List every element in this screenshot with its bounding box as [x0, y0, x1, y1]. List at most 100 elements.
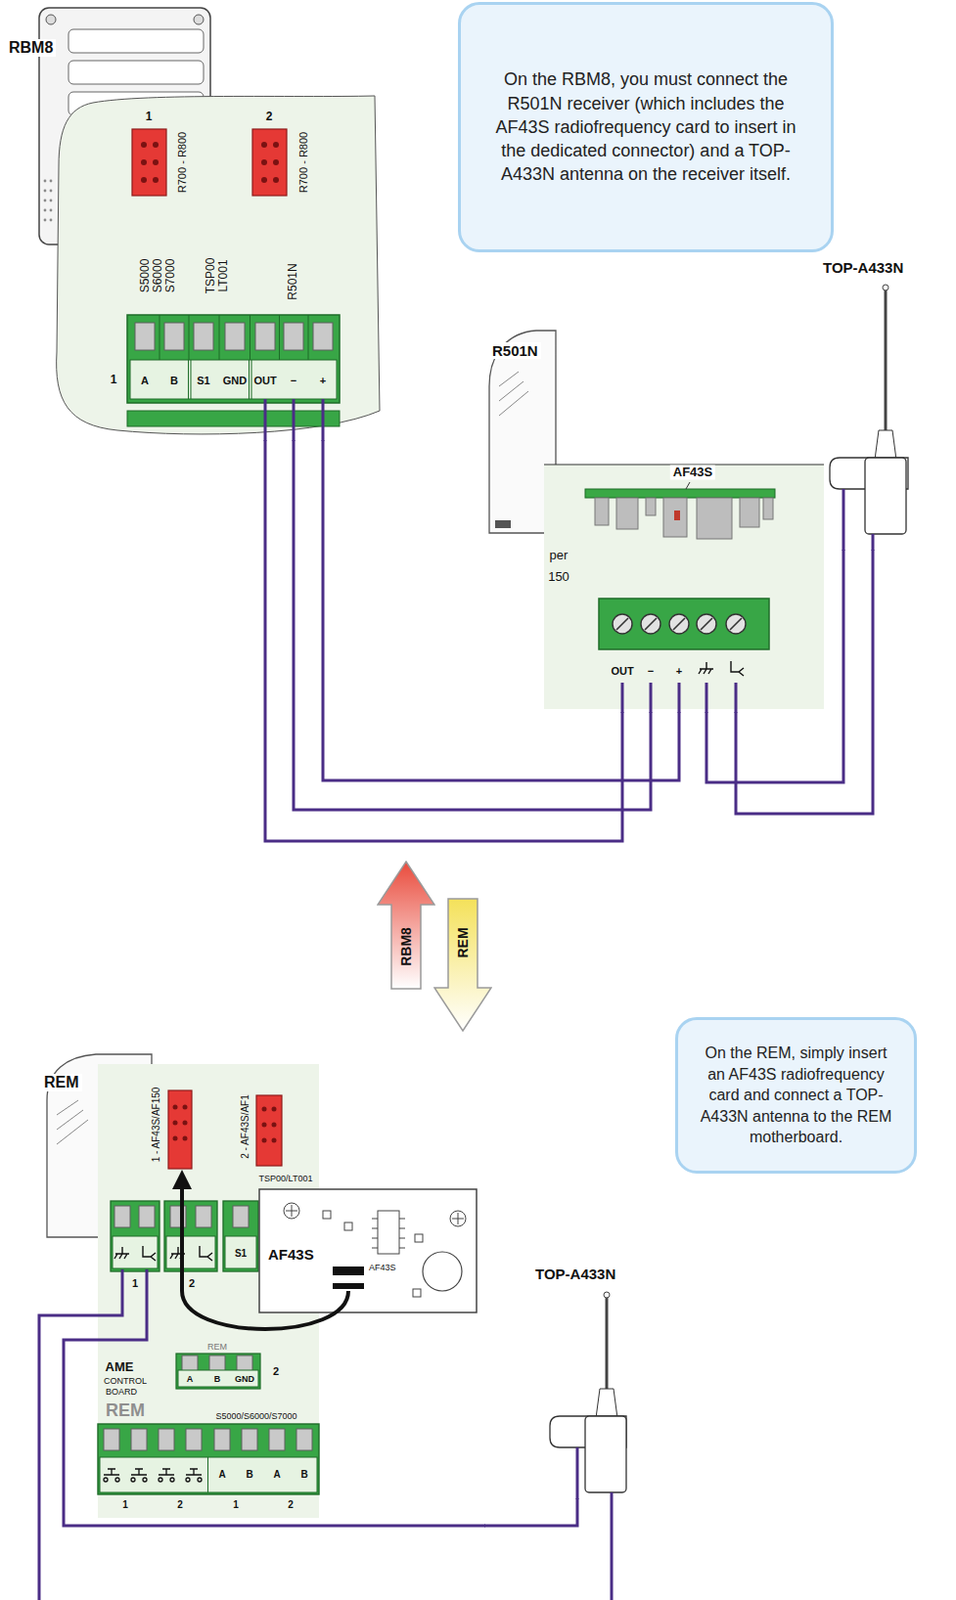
part-label: B	[170, 374, 179, 388]
rbm8-unit	[249, 315, 251, 361]
part-label: TSP00 LT001	[204, 255, 230, 297]
part-label: 1	[145, 110, 153, 125]
r501n-unit	[622, 682, 736, 714]
part-label: R501N	[286, 263, 301, 300]
rem-unit	[195, 1206, 212, 1229]
rem-unit	[176, 1354, 261, 1390]
r501n-unit	[598, 598, 770, 650]
rbm8-unit	[251, 360, 253, 400]
rem-unit	[322, 1211, 423, 1298]
rbm8-unit	[283, 322, 304, 351]
rem-unit	[168, 1091, 192, 1170]
r501n-unit	[499, 391, 529, 416]
rem-unit	[285, 1205, 298, 1218]
rem-unit	[99, 1457, 318, 1494]
part-label: 1	[132, 1277, 138, 1291]
antenna-drawing	[874, 430, 897, 460]
antenna-drawing	[884, 287, 888, 431]
rbm8-unit	[135, 322, 155, 351]
receiver-module: R501N	[477, 322, 824, 713]
part-label: per	[549, 548, 569, 564]
r501n-unit	[763, 498, 774, 520]
rbm8-unit	[190, 360, 192, 400]
part-label: OUT	[610, 665, 634, 679]
part-label: S5000/S6000/S7000	[215, 1411, 297, 1422]
rem-unit	[164, 1201, 218, 1273]
arrow-shape	[377, 862, 435, 990]
r501n-unit	[585, 489, 775, 499]
part-label: A	[273, 1469, 280, 1482]
r501n-unit	[696, 498, 732, 540]
rbm8-unit	[49, 189, 53, 193]
rem-unit	[269, 1429, 285, 1452]
node-title: AF43S	[265, 1246, 318, 1264]
part-label: B	[214, 1374, 222, 1385]
note-callout: On the REM, simply insert an AF43S radio…	[675, 1017, 917, 1175]
rbm8-unit	[321, 399, 325, 442]
part-label: 2	[188, 1277, 195, 1291]
rem-unit	[114, 1206, 131, 1229]
antenna-drawing	[549, 1292, 627, 1600]
rbm8-unit	[264, 399, 268, 442]
rbm8-unit	[49, 209, 53, 213]
rbm8-unit	[308, 315, 310, 361]
wire-connector	[735, 549, 873, 815]
rem-unit	[422, 1252, 462, 1292]
rbm8-unit	[44, 180, 53, 223]
node-title: AF43S	[368, 1263, 397, 1274]
part-label: REM	[207, 1342, 228, 1353]
rbm8-unit	[44, 180, 47, 183]
rem-unit	[412, 1289, 421, 1298]
arrow-shape	[376, 861, 436, 991]
rem-unit	[138, 1206, 155, 1229]
rbm8-unit	[313, 322, 333, 351]
rem-unit	[185, 1429, 202, 1452]
rbm8-unit	[193, 322, 214, 351]
part-label: A	[140, 374, 149, 388]
rem-unit	[259, 1189, 477, 1314]
r501n-unit	[594, 498, 609, 526]
rbm8-unit	[49, 199, 53, 203]
r501n-unit	[616, 498, 638, 530]
antenna-unit: TOP-A433N	[818, 249, 920, 550]
rem-unit	[452, 1213, 464, 1226]
r501n-unit	[685, 482, 690, 490]
node-title: R501N	[489, 342, 542, 360]
part-label: A	[218, 1469, 226, 1482]
r501n-unit	[495, 520, 511, 529]
part-label: −	[647, 665, 654, 679]
rbm8-unit	[130, 360, 337, 400]
antenna-drawing	[871, 534, 875, 551]
node-title: TOP-A433N	[532, 1266, 619, 1283]
r501n-unit	[544, 464, 824, 710]
r501n-unit	[705, 682, 709, 714]
antenna-drawing	[595, 1389, 618, 1419]
part-label: REM	[105, 1401, 145, 1422]
rem-unit	[322, 1211, 331, 1220]
rem-unit	[371, 1248, 378, 1250]
r501n-unit	[645, 498, 656, 516]
rbm8-unit	[159, 315, 309, 361]
rem-unit	[256, 1095, 282, 1167]
rem-unit	[283, 1203, 300, 1220]
part-label: +	[676, 665, 683, 679]
rem-unit	[371, 1219, 406, 1249]
part-label: S1	[234, 1248, 247, 1261]
rbm8-unit	[45, 14, 56, 25]
rem-unit	[232, 1206, 249, 1229]
rbm8-unit	[265, 399, 323, 442]
rem-unit	[56, 1100, 89, 1145]
rem-unit	[332, 1283, 365, 1290]
rem-unit	[371, 1238, 378, 1240]
r501n-unit	[594, 498, 774, 540]
rbm8-unit	[261, 141, 279, 183]
r501n-unit	[698, 662, 714, 675]
r501n-unit	[649, 682, 653, 714]
antenna-drawing	[864, 457, 907, 535]
rem-unit	[103, 1469, 120, 1483]
part-label: 2	[287, 1500, 294, 1512]
rem-unit	[225, 1236, 257, 1270]
